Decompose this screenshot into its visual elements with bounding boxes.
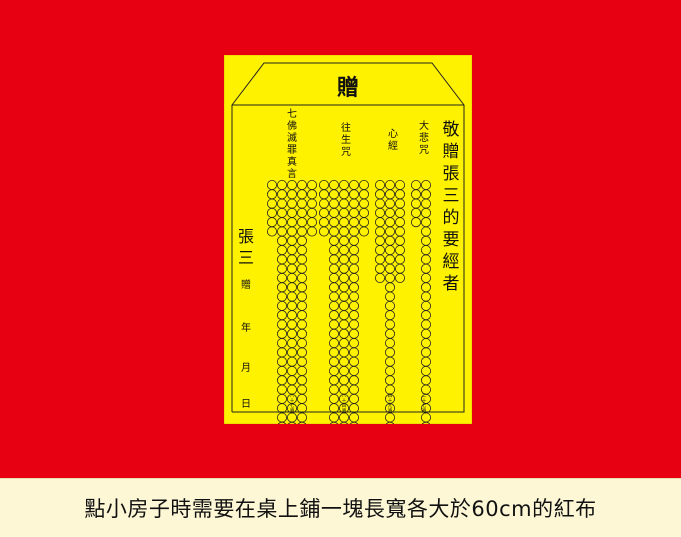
sutra-footer-0-text: 八十七遍 bbox=[290, 394, 295, 414]
caption-bar: 點小房子時需要在桌上鋪一塊長寬各大於60cm的紅布 bbox=[0, 478, 681, 537]
sutra-paper: 贈 七佛滅罪真言 往生咒 心經 大悲咒 八十七遍 八十四遍 四十九遍 二十七遍 敬贈張三的要… bbox=[224, 55, 472, 424]
recitation-circle bbox=[297, 421, 307, 424]
recitation-circle bbox=[374, 272, 385, 283]
sutra-footer-3-text: 二十七遍 bbox=[422, 393, 427, 414]
sender-text-glyphs: 張三贈年月日 bbox=[238, 227, 254, 410]
caption-text: 點小房子時需要在桌上鋪一塊長寬各大於60cm的紅布 bbox=[84, 497, 597, 521]
sutra-label-0: 七佛滅罪真言 bbox=[287, 108, 297, 180]
recitation-circle bbox=[339, 421, 349, 424]
recitation-circle bbox=[319, 226, 330, 237]
recitation-circle bbox=[385, 421, 395, 424]
sutra-label-1: 往生咒 bbox=[341, 121, 351, 158]
sutra-label-3-text: 大悲咒 bbox=[419, 119, 429, 156]
recitation-circle bbox=[394, 272, 405, 283]
sutra-label-1-text: 往生咒 bbox=[341, 121, 351, 158]
sutra-footer-2-text: 四十九遍 bbox=[388, 393, 393, 414]
sutra-label-0-text: 七佛滅罪真言 bbox=[287, 108, 297, 180]
sutra-footer-1: 八十四遍 bbox=[342, 394, 347, 414]
sutra-label-3: 大悲咒 bbox=[419, 119, 429, 156]
recitation-circle bbox=[358, 226, 369, 237]
paper-top-title: 贈 bbox=[337, 75, 359, 101]
recitation-circle bbox=[421, 421, 431, 424]
recipient-text: 敬贈張三的要經者 bbox=[443, 120, 460, 294]
recitation-circle bbox=[349, 421, 359, 424]
recitation-circle bbox=[267, 226, 278, 237]
sutra-footer-0: 八十七遍 bbox=[290, 394, 295, 414]
recitation-circle bbox=[329, 421, 339, 424]
recipient-text-text: 敬贈張三的要經者 bbox=[443, 120, 460, 294]
sutra-label-2-text: 心經 bbox=[388, 128, 398, 152]
sender-column: 張三贈年月日 bbox=[238, 227, 254, 410]
recitation-circle bbox=[410, 217, 421, 228]
sutra-labels: 七佛滅罪真言 往生咒 心經 大悲咒 bbox=[287, 108, 429, 180]
recitation-circle bbox=[307, 226, 318, 237]
recitation-circles bbox=[267, 180, 431, 424]
sutra-footers: 八十七遍 八十四遍 四十九遍 二十七遍 bbox=[290, 393, 427, 414]
sutra-paper-drawing: 贈 七佛滅罪真言 往生咒 心經 大悲咒 八十七遍 八十四遍 四十九遍 二十七遍 敬贈張三的要… bbox=[224, 55, 472, 424]
sutra-footer-2: 四十九遍 bbox=[388, 393, 393, 414]
sutra-footer-1-text: 八十四遍 bbox=[342, 394, 347, 414]
sender-text: 張三贈年月日 bbox=[238, 227, 254, 410]
recipient-column: 敬贈張三的要經者 bbox=[443, 120, 460, 294]
recitation-circle bbox=[277, 421, 287, 424]
recitation-circle bbox=[287, 421, 297, 424]
sutra-label-2: 心經 bbox=[388, 128, 398, 152]
sutra-footer-3: 二十七遍 bbox=[422, 393, 427, 414]
